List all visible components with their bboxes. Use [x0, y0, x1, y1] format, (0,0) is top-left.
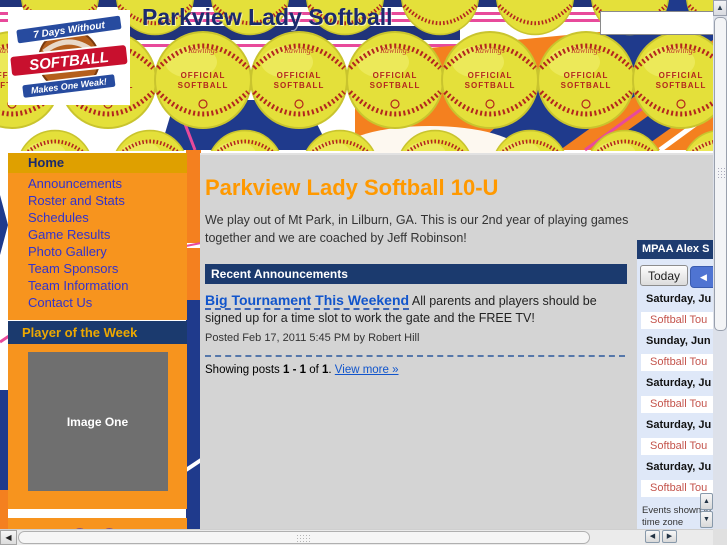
- recent-announcements-header: Recent Announcements: [205, 264, 627, 284]
- player-of-week-body: Image One: [8, 344, 187, 509]
- sidebar-item[interactable]: Roster and Stats: [28, 193, 125, 208]
- showing-total: 1: [322, 363, 329, 376]
- scrollbar-left-arrow-icon[interactable]: ◀: [0, 530, 17, 545]
- search-input[interactable]: [600, 11, 716, 35]
- calendar-row[interactable]: Saturday, Ju: [646, 461, 712, 473]
- widget-horizontal-scroll: ◀ ▶: [645, 530, 677, 543]
- calendar-row[interactable]: Softball Tou: [641, 480, 713, 497]
- sidebar-item[interactable]: Photo Gallery: [28, 244, 107, 259]
- sidebar-item[interactable]: Team Information: [28, 278, 129, 293]
- scroll-left-icon[interactable]: ◀: [645, 530, 660, 543]
- announcement-title-link[interactable]: Big Tournament This Weekend: [205, 292, 410, 310]
- site-logo: 7 Days Without SOFTBALL Makes One Weak!: [8, 10, 130, 110]
- scrollbar-grip: [718, 168, 719, 169]
- calendar-row[interactable]: Softball Tou: [641, 354, 713, 371]
- horizontal-scrollbar-thumb[interactable]: [18, 531, 590, 544]
- scroll-down-icon[interactable]: ▼: [700, 511, 713, 528]
- site-logo-image: 7 Days Without SOFTBALL Makes One Weak!: [8, 10, 130, 105]
- page-title: Parkview Lady Softball: [142, 4, 393, 30]
- sidebar-item[interactable]: Announcements: [28, 176, 122, 191]
- intro-paragraph: We play out of Mt Park, in Lilburn, GA. …: [205, 213, 629, 245]
- scroll-up-icon[interactable]: ▲: [700, 493, 713, 510]
- calendar-row[interactable]: Softball Tou: [641, 396, 713, 413]
- calendar-row[interactable]: Saturday, Ju: [646, 293, 712, 305]
- showing-of: of: [306, 363, 322, 376]
- sidebar-item[interactable]: Game Results: [28, 227, 111, 242]
- main-heading: Parkview Lady Softball 10-U: [205, 175, 499, 200]
- calendar-row[interactable]: Saturday, Ju: [646, 419, 712, 431]
- announcement-posted-line: Posted Feb 17, 2011 5:45 PM by Robert Hi…: [205, 331, 420, 344]
- scrollbar-grip: [297, 535, 298, 536]
- sidebar-item[interactable]: Schedules: [28, 210, 89, 225]
- sidebar-item[interactable]: Team Sponsors: [28, 261, 119, 276]
- sidebar-item[interactable]: Contact Us: [28, 295, 93, 310]
- player-of-week-header: Player of the Week: [8, 321, 187, 344]
- calendar-row[interactable]: Saturday, Ju: [646, 377, 712, 389]
- showing-posts-line: Showing posts 1 - 1 of 1. View more »: [205, 364, 713, 376]
- calendar-footer-line1: Events shown in: [642, 505, 712, 516]
- main-content-panel: Parkview Lady Softball 10-U We play out …: [200, 153, 713, 531]
- scrollbar-up-arrow-icon[interactable]: ▲: [713, 0, 727, 16]
- widget-vertical-scroll: ▲ ▼: [700, 493, 713, 528]
- chevron-left-icon: ◀: [700, 272, 707, 282]
- announcement-body: All parents and players should be signed…: [205, 294, 597, 325]
- calendar-title: MPAA Alex S: [637, 240, 713, 259]
- today-button[interactable]: Today: [640, 265, 689, 286]
- calendar-prev-button[interactable]: ◀: [690, 266, 713, 288]
- player-image-placeholder: Image One: [27, 352, 168, 491]
- sidebar-item[interactable]: Home: [8, 153, 187, 173]
- horizontal-scrollbar[interactable]: ◀: [0, 529, 727, 545]
- background-gap: [8, 509, 187, 518]
- showing-prefix: Showing posts: [205, 363, 283, 376]
- scroll-right-icon[interactable]: ▶: [662, 530, 677, 543]
- showing-range: 1 - 1: [283, 363, 307, 376]
- scrollbar-corner: [713, 529, 727, 545]
- calendar-row[interactable]: Softball Tou: [641, 438, 713, 455]
- vertical-scrollbar-thumb[interactable]: [714, 17, 727, 331]
- announcement-post: Big Tournament This Weekend All parents …: [205, 291, 623, 346]
- calendar-widget: MPAA Alex S Today ◀ Saturday, Ju Softball…: [637, 240, 713, 531]
- view-more-link[interactable]: View more »: [334, 363, 399, 376]
- calendar-row[interactable]: Sunday, Jun: [646, 335, 711, 347]
- calendar-row[interactable]: Softball Tou: [641, 312, 713, 329]
- showing-period: .: [328, 363, 335, 376]
- dashed-divider: [205, 354, 625, 357]
- vertical-scrollbar[interactable]: ▲: [713, 0, 727, 545]
- calendar-footer-line2: time zone: [642, 517, 684, 528]
